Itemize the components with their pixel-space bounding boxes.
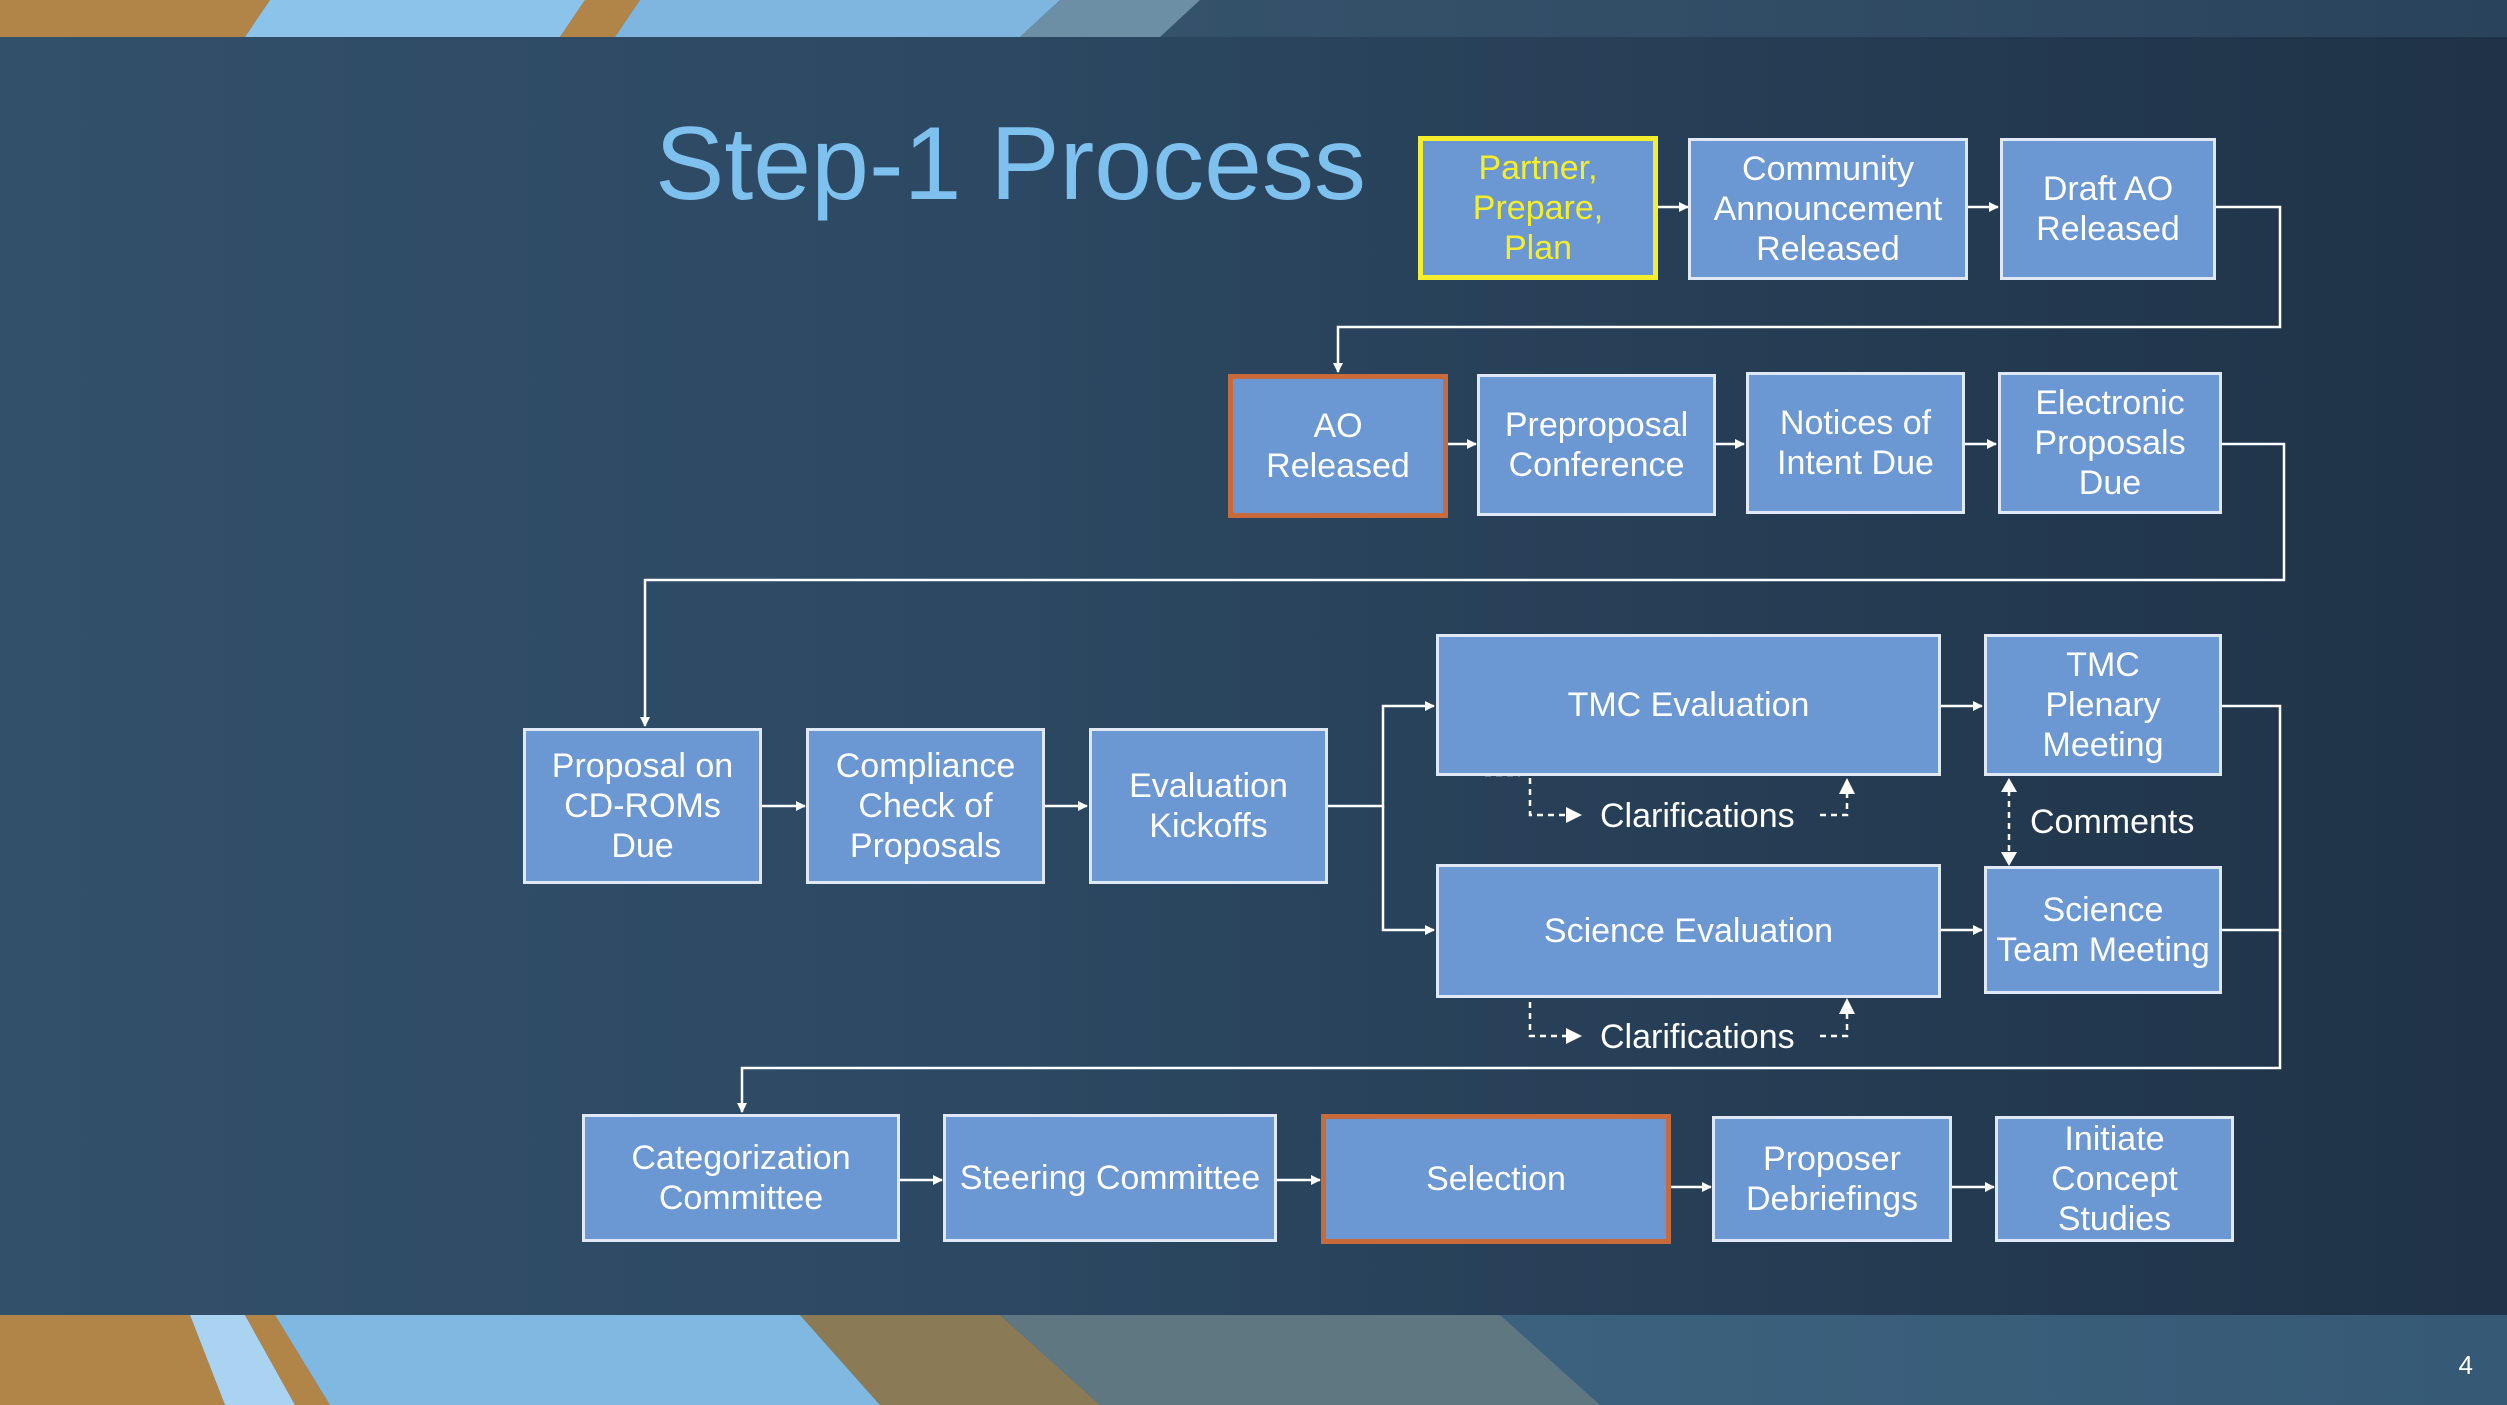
- tmc-evaluation-box: TMC Evaluation: [1436, 634, 1941, 776]
- notices-of-intent-box: Notices of Intent Due: [1746, 372, 1965, 514]
- compliance-check-box: Compliance Check of Proposals: [806, 728, 1045, 884]
- evaluation-kickoffs-box: Evaluation Kickoffs: [1089, 728, 1328, 884]
- page-title: Step-1 Process: [655, 106, 1366, 222]
- ao-released-box: AO Released: [1228, 374, 1448, 518]
- selection-box: Selection: [1321, 1114, 1671, 1244]
- top-decoration: [0, 0, 1200, 37]
- clarifications-label-tmc: Clarifications: [1600, 797, 1795, 835]
- tmc-plenary-meeting-box: TMC Plenary Meeting: [1984, 634, 2222, 776]
- draft-ao-released-box: Draft AO Released: [2000, 138, 2216, 280]
- page-number: 4: [2458, 1350, 2473, 1380]
- science-evaluation-box: Science Evaluation: [1436, 864, 1941, 998]
- bottom-decoration: [0, 1315, 1600, 1405]
- initiate-concept-studies-box: Initiate Concept Studies: [1995, 1116, 2234, 1242]
- proposer-debriefings-box: Proposer Debriefings: [1712, 1116, 1952, 1242]
- science-team-meeting-box: Science Team Meeting: [1984, 866, 2222, 994]
- preproposal-conference-box: Preproposal Conference: [1477, 374, 1716, 516]
- proposal-cd-roms-box: Proposal on CD-ROMs Due: [523, 728, 762, 884]
- categorization-committee-box: Categorization Committee: [582, 1114, 900, 1242]
- partner-prepare-plan-box: Partner, Prepare, Plan: [1418, 136, 1658, 280]
- comments-label: Comments: [2030, 803, 2195, 841]
- clarifications-label-science: Clarifications: [1600, 1018, 1795, 1056]
- electronic-proposals-box: Electronic Proposals Due: [1998, 372, 2222, 514]
- steering-committee-box: Steering Committee: [943, 1114, 1277, 1242]
- community-announcement-box: Community Announcement Released: [1688, 138, 1968, 280]
